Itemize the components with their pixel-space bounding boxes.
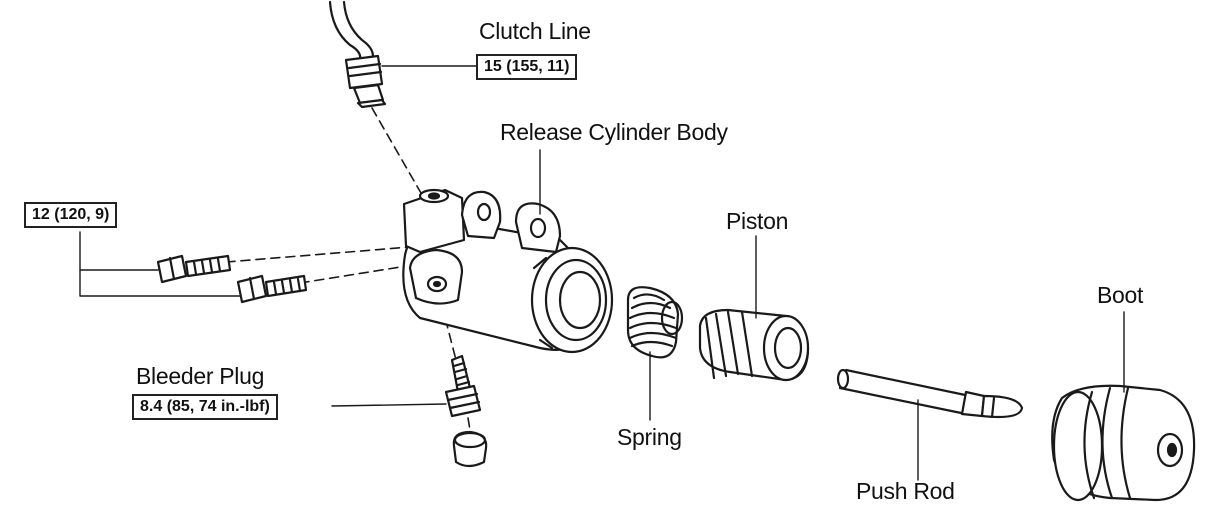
- clutch-line-tube: [328, 0, 374, 62]
- bleeder-plug-torque-spec: 8.4 (85, 74 in.-lbf): [132, 394, 278, 420]
- clutch-line-fitting: [344, 54, 387, 109]
- leader-lines: [79, 65, 1125, 481]
- bolt-lower: [236, 274, 308, 304]
- boot-label: Boot: [1097, 282, 1144, 308]
- bleeder-plug: [444, 354, 482, 418]
- push-rod: [836, 368, 1024, 419]
- bleeder-cap: [452, 430, 488, 468]
- piston: [698, 308, 810, 382]
- clutch-line-label: Clutch Line: [479, 18, 591, 44]
- release-cylinder-body-label: Release Cylinder Body: [500, 119, 728, 145]
- push-rod-label: Push Rod: [856, 478, 955, 504]
- bleeder-plug-label: Bleeder Plug: [136, 363, 265, 389]
- spring-label: Spring: [617, 424, 682, 450]
- bolts-torque-spec: 12 (120, 9): [24, 202, 118, 228]
- piston-label: Piston: [726, 208, 789, 234]
- bolt-upper: [156, 254, 232, 284]
- spring: [626, 286, 684, 359]
- clutch-line-torque-spec: 15 (155, 11): [476, 54, 578, 80]
- boot: [1051, 384, 1196, 502]
- release-cylinder-body: [402, 188, 614, 354]
